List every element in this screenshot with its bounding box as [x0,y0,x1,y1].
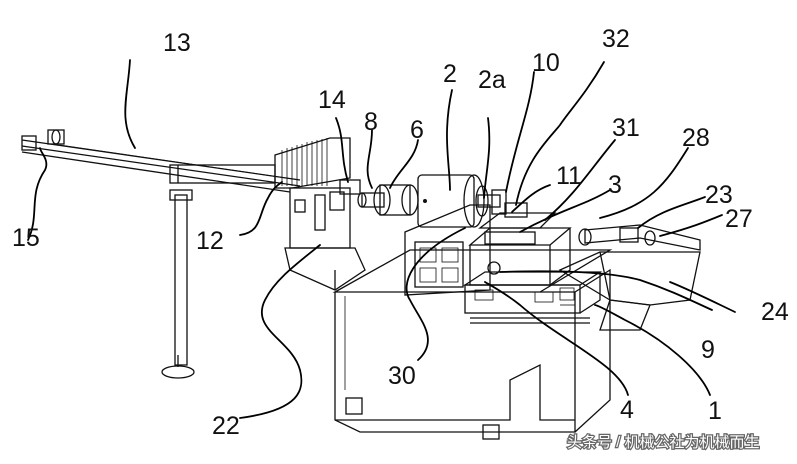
feed-magazine [274,137,366,291]
label-9: 9 [701,336,715,364]
label-30: 30 [388,362,416,390]
label-15: 15 [12,224,40,252]
label-2: 2 [443,60,457,88]
label-22: 22 [212,412,240,440]
label-3: 3 [608,171,622,199]
cross-slide [462,189,603,324]
label-4: 4 [620,396,634,424]
tailstock [578,224,701,251]
label-10: 10 [532,49,560,77]
leader-lines [27,59,736,419]
label-12: 12 [196,227,224,255]
label-6: 6 [410,116,424,144]
label-1: 1 [708,397,722,425]
label-2a: 2a [478,66,506,94]
label-13: 13 [163,29,191,57]
part-labels: 13 15 14 8 6 2 2a 10 32 31 11 28 3 23 27… [12,25,789,440]
magazine-fins [281,138,328,186]
label-27: 27 [725,205,753,233]
machine-base [332,249,613,440]
watermark-text: 头条号 / 机械公社为机械而生 [567,434,760,451]
label-32: 32 [602,25,630,53]
label-23: 23 [705,181,733,209]
label-24: 24 [761,298,789,326]
drive-pulley [357,184,419,216]
label-28: 28 [682,124,710,152]
label-31: 31 [612,114,640,142]
label-14: 14 [318,86,346,114]
label-8: 8 [364,108,378,136]
bar-feeder [21,129,301,379]
label-11: 11 [556,162,582,190]
watermark: 头条号 / 机械公社为机械而生 [566,433,761,453]
